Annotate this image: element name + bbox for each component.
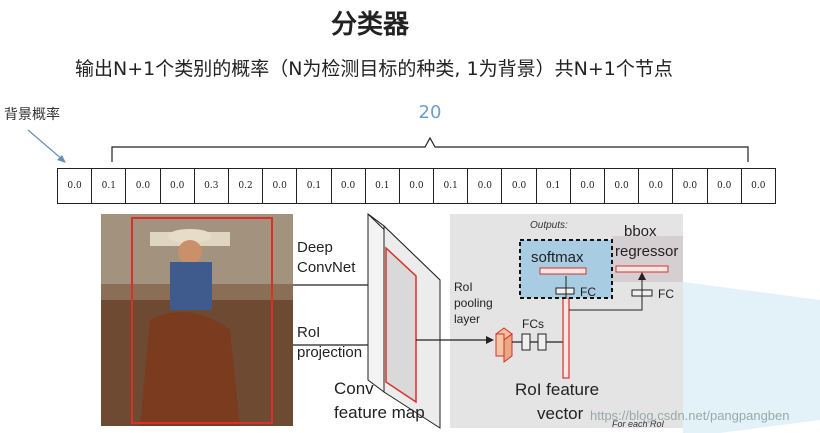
background-pointer-arrow [27,129,64,161]
probability-cell: 0.0 [502,169,537,203]
fc-block-2 [537,333,547,351]
conv-feature-map [367,213,441,429]
conv-text: Conv [334,379,374,398]
background-pointer-arrowhead [57,155,66,163]
for-each-roi-text: For each RoI [612,419,665,429]
probability-cell: 0.0 [58,169,93,203]
bbox-bar [615,265,669,273]
decorative-blue-wedge [683,282,820,433]
probability-cell: 0.1 [92,169,127,203]
vector-to-bbox-line [569,276,643,311]
fc-block-1 [521,333,531,351]
probability-cell: 0.1 [434,169,469,203]
probability-cell: 0.0 [126,169,161,203]
probability-cell: 0.0 [605,169,640,203]
probability-cell: 0.0 [639,169,674,203]
roi-text: RoI [297,324,320,341]
convnet-text: ConvNet [297,259,356,276]
count-brace [111,136,749,162]
probability-cell: 0.0 [673,169,708,203]
fcs-text: FCs [522,317,544,331]
bbox-text: bbox [624,223,657,240]
probability-cell: 0.3 [195,169,229,203]
softmax-fc-block [555,287,575,295]
probability-cell: 0.1 [537,169,571,203]
pooling-arrowhead [486,336,494,344]
probability-cell: 0.0 [708,169,742,203]
roi-pooling-text-1: RoI [454,280,473,294]
vector-text: vector [537,404,584,423]
projection-text: projection [297,344,362,361]
roi-pooling-text-3: layer [454,312,480,326]
input-image [101,214,293,426]
bbox-shaded-region [612,236,683,282]
softmax-bar [539,267,587,275]
bbox-fc-text: FC [658,287,674,301]
probability-cell: 0.0 [468,169,503,203]
class-count-label: 20 [418,102,442,123]
softmax-fc-text: FC [580,285,596,299]
roi-feature-text: RoI feature [515,380,599,399]
background-probability-label: 背景概率 [4,107,60,123]
probability-cell: 0.1 [366,169,400,203]
roi-feature-vector [562,297,570,379]
feature-map-text: feature map [334,403,425,422]
softmax-text: softmax [531,249,584,266]
subtitle: 输出N+1个类别的概率（N为检测目标的种类, 1为背景）共N+1个节点 [75,58,673,80]
probability-cell: 0.0 [332,169,366,203]
deep-text: Deep [297,239,333,256]
roi-pooling-text-2: pooling [454,296,493,310]
probability-cell: 0.0 [751,181,766,191]
regressor-text: regressor [615,243,678,260]
page-title: 分类器 [330,10,409,40]
probability-cell: 0.0 [400,169,435,203]
probability-cell: 0.1 [297,169,332,203]
vector-to-bbox-arrowhead [638,272,646,280]
roi-pooling-cube [495,327,513,363]
probability-cell: 0.0 [263,169,298,203]
probability-cell: 0.0 [161,169,195,203]
probability-cell: 0.0 [571,169,605,203]
probability-cell: 0.2 [229,169,264,203]
outputs-text: Outputs: [530,220,568,231]
watermark: https://blog.csdn.net/pangpangben [590,408,790,423]
